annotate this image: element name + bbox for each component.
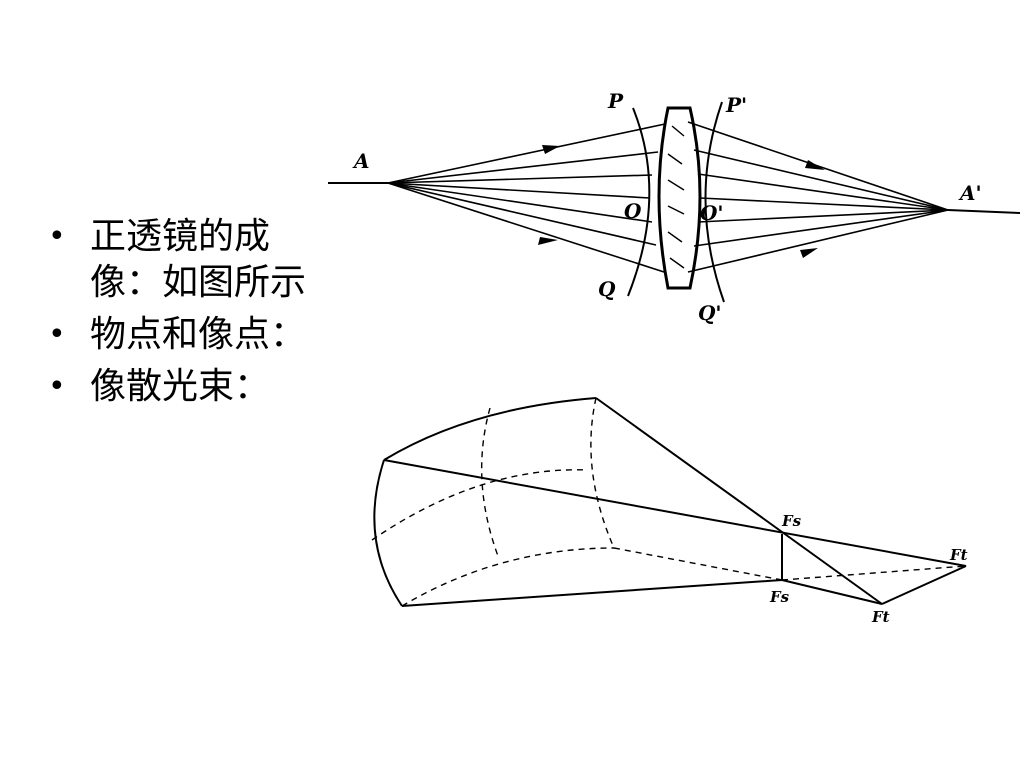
label-Q-prime: Q' bbox=[698, 301, 722, 325]
label-Ft-top: Ft bbox=[949, 546, 968, 564]
label-A: A bbox=[352, 149, 370, 173]
grid-line bbox=[401, 547, 615, 607]
label-Fs-top: Fs bbox=[781, 512, 802, 530]
wavefront-top-edge bbox=[383, 397, 597, 461]
bullet-item-astigmatic-beam: • 像散光束： bbox=[48, 364, 390, 410]
hatch bbox=[667, 231, 683, 243]
bullet-text: 物点和像点： bbox=[90, 314, 307, 355]
ray bbox=[699, 197, 949, 211]
ray bbox=[387, 182, 665, 273]
label-O-prime: O' bbox=[700, 201, 724, 225]
bullet-dot: • bbox=[48, 369, 66, 404]
grid-line bbox=[613, 547, 783, 581]
ray bbox=[387, 123, 666, 184]
ray bbox=[687, 209, 949, 273]
bullet-item-object-image-points: • 物点和像点： bbox=[48, 312, 390, 358]
ray bbox=[401, 579, 783, 607]
ray bbox=[693, 149, 949, 211]
ray bbox=[387, 174, 653, 184]
label-A-prime: A' bbox=[958, 181, 982, 205]
ray-arrowheads bbox=[538, 145, 825, 258]
label-Q: Q bbox=[598, 277, 616, 301]
label-O: O bbox=[624, 199, 642, 223]
ray bbox=[595, 397, 883, 605]
grid-line bbox=[781, 565, 967, 581]
grid-line bbox=[481, 407, 499, 557]
hatch bbox=[667, 179, 685, 191]
hatch bbox=[669, 257, 685, 269]
arrowhead bbox=[542, 145, 560, 154]
lens-body bbox=[657, 106, 702, 290]
emergent-wavefront bbox=[704, 101, 725, 303]
incident-wavefront bbox=[627, 107, 651, 297]
wavefront-grid bbox=[371, 397, 967, 607]
wavefront-left-edge bbox=[373, 459, 403, 607]
ray bbox=[697, 209, 949, 223]
ray bbox=[387, 182, 653, 223]
tangential-focal-line bbox=[881, 565, 967, 605]
lens-hatching bbox=[667, 125, 685, 269]
bullet-text: 像散光束： bbox=[90, 366, 271, 407]
hatch bbox=[667, 205, 685, 215]
optical-axis-right bbox=[947, 209, 1021, 214]
ray bbox=[697, 173, 949, 211]
ray bbox=[781, 579, 883, 605]
arrowhead bbox=[805, 160, 825, 170]
bullet-list: • 正透镜的成像：如图所示 • 物点和像点： • 像散光束： bbox=[48, 214, 348, 416]
bullet-text: 正透镜的成像：如图所示 bbox=[90, 216, 307, 303]
hatch bbox=[667, 153, 683, 165]
label-P: P bbox=[607, 89, 624, 113]
ray bbox=[383, 459, 967, 567]
bullet-dot: • bbox=[48, 219, 66, 254]
ray bbox=[387, 151, 659, 184]
arrowhead bbox=[538, 237, 558, 245]
ray bbox=[387, 182, 657, 246]
grid-line bbox=[590, 397, 615, 549]
hatch bbox=[671, 125, 685, 137]
ray bbox=[693, 209, 949, 247]
arrowhead bbox=[800, 248, 818, 258]
label-Ft-bottom: Ft bbox=[871, 608, 890, 626]
bullet-item-lens-imaging: • 正透镜的成像：如图所示 bbox=[48, 214, 330, 306]
label-Fs-bottom: Fs bbox=[769, 588, 790, 606]
ray bbox=[387, 182, 651, 199]
beam-rays bbox=[383, 397, 967, 607]
label-P-prime: P' bbox=[725, 93, 747, 117]
incident-rays bbox=[387, 123, 666, 273]
grid-line bbox=[371, 469, 589, 541]
bullet-dot: • bbox=[48, 317, 66, 352]
